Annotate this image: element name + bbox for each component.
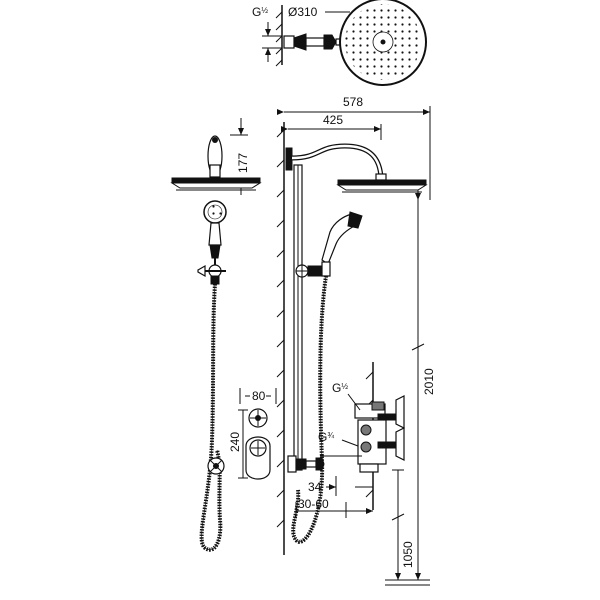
thread-valve-bottom-label: G¾ bbox=[318, 430, 334, 444]
valve-handle-top bbox=[395, 395, 405, 429]
dim-578-label: 578 bbox=[343, 95, 363, 109]
side-view-group: 578 425 201 bbox=[276, 95, 436, 586]
head-diameter-label: Ø310 bbox=[288, 5, 318, 19]
front-view-group: 177 bbox=[170, 118, 277, 552]
top-view-group: G½ Ø310 bbox=[252, 0, 427, 86]
dim-240-label: 240 bbox=[228, 432, 242, 452]
front-handle bbox=[197, 264, 206, 278]
dim-34-label: 34 bbox=[308, 480, 322, 494]
side-outlet-flange bbox=[287, 455, 297, 473]
shower-head-side bbox=[337, 179, 427, 186]
dim-2010-label: 2010 bbox=[422, 368, 436, 395]
wall-hatch-side bbox=[276, 129, 285, 528]
riser-top-bracket bbox=[285, 147, 293, 171]
dim-177-label: 177 bbox=[236, 153, 250, 173]
shower-head-front bbox=[171, 177, 261, 184]
dim-1050-label: 1050 bbox=[401, 541, 415, 568]
valve-plates bbox=[245, 408, 271, 480]
dim-80-label: 80 bbox=[252, 389, 266, 403]
thread-top-label: G½ bbox=[252, 5, 268, 19]
dim-30-60-label: 30-60 bbox=[298, 497, 329, 511]
valve-side bbox=[354, 395, 405, 473]
valve-handle-bottom bbox=[395, 427, 405, 461]
thread-valve-top-label: G½ bbox=[332, 381, 348, 395]
top-wall-flange bbox=[283, 35, 295, 49]
dim-425-label: 425 bbox=[323, 113, 343, 127]
wall-hatch-top bbox=[275, 11, 283, 67]
